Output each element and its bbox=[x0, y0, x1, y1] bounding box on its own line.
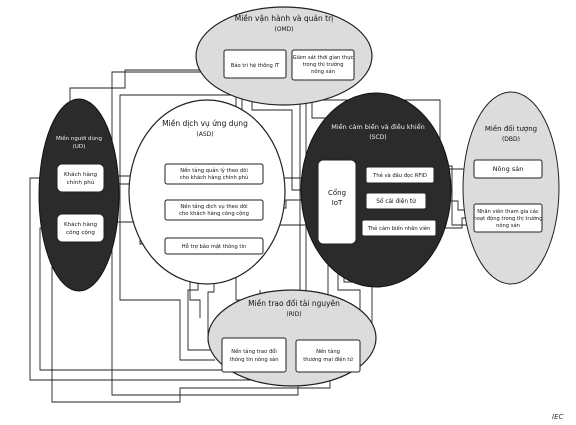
scd-sensor-line-0: Thẻ cảm biến nhân viên bbox=[367, 225, 431, 232]
asd-government-platform-box: Nền tảng quản lý theo dõi cho khách hàng… bbox=[164, 163, 264, 185]
dbd-staff-line-0: Nhân viên tham gia các bbox=[477, 208, 539, 215]
ud-public-line-0: Khách hàng bbox=[64, 221, 98, 228]
dbd-staff-line-2: nông sản bbox=[496, 222, 520, 229]
rid-ecommerce-line-0: Nền tảng bbox=[316, 347, 340, 355]
omd-it-maintenance-box: Bảo trì hệ thống IT bbox=[223, 49, 287, 79]
dbd-produce-line-0: Nông sản bbox=[493, 165, 524, 173]
dbd-produce-box: Nông sản bbox=[473, 159, 543, 179]
rid-abbr: (RID) bbox=[286, 311, 301, 318]
rid-exchange-line-1: thông tin nông sản bbox=[230, 356, 279, 363]
asd-gov-line-0: Nền tảng quản lý theo dõi bbox=[180, 166, 248, 174]
scd-gateway-line-0: Cổng bbox=[328, 188, 346, 197]
scd-ledger-box: Sổ cái điện tử bbox=[365, 192, 427, 210]
ud-gov-line-1: chính phủ bbox=[67, 179, 95, 186]
rid-ecommerce-box: Nền tảng thương mại điện tử bbox=[295, 339, 361, 373]
asd-public-line-1: cho khách hàng công cộng bbox=[179, 210, 249, 217]
scd-sensor-box: Thẻ cảm biến nhân viên bbox=[361, 219, 437, 237]
ud-gov-line-0: Khách hàng bbox=[64, 171, 98, 178]
dbd-staff-line-1: hoạt động trong thị trường bbox=[473, 215, 542, 222]
asd-public-line-0: Nền tảng dịch vụ theo dõi bbox=[180, 202, 247, 210]
scd-abbr: (SCD) bbox=[369, 134, 386, 141]
asd-security-line-0: Hỗ trợ bảo mật thông tin bbox=[182, 243, 246, 250]
ud-domain-ellipse bbox=[38, 98, 120, 292]
scd-rfid-box: Thẻ và đầu đọc RFID bbox=[365, 166, 435, 184]
scd-ledger-line-0: Sổ cái điện tử bbox=[376, 198, 416, 205]
omd-it-line-0: Bảo trì hệ thống IT bbox=[231, 62, 280, 69]
rid-ecommerce-line-1: thương mại điện tử bbox=[303, 356, 353, 363]
scd-rfid-line-0: Thẻ và đầu đọc RFID bbox=[372, 171, 427, 179]
asd-gov-line-1: cho khách hàng chính phủ bbox=[180, 174, 249, 181]
ud-government-customer-box: Khách hàng chính phủ bbox=[56, 163, 105, 193]
scd-gateway-line-1: IoT bbox=[332, 199, 343, 207]
omd-monitor-line-2: nông sản bbox=[311, 68, 335, 75]
asd-title: Miền dịch vụ ứng dụng bbox=[162, 119, 248, 128]
rid-exchange-line-0: Nền tảng trao đổi bbox=[231, 347, 277, 355]
rid-info-exchange-box: Nền tảng trao đổi thông tin nông sản bbox=[221, 337, 287, 373]
omd-realtime-monitor-box: Giám sát thời gian thực trong thị trường… bbox=[291, 49, 355, 81]
scd-title: Miền cảm biến và điều khiển bbox=[331, 122, 425, 131]
dbd-abbr: (DBD) bbox=[502, 136, 520, 143]
ud-title: Miền người dùng bbox=[56, 134, 102, 142]
dbd-domain-ellipse bbox=[462, 91, 560, 285]
asd-security-box: Hỗ trợ bảo mật thông tin bbox=[164, 237, 264, 255]
asd-abbr: (ASD) bbox=[196, 131, 213, 138]
omd-abbr: (OMD) bbox=[274, 26, 293, 33]
omd-monitor-line-0: Giám sát thời gian thực bbox=[293, 54, 354, 61]
dbd-title: Miền đối tượng bbox=[485, 125, 537, 133]
dbd-staff-box: Nhân viên tham gia các hoạt động trong t… bbox=[473, 203, 543, 233]
ud-abbr: (UD) bbox=[73, 144, 86, 150]
omd-title: Miền vận hành và quản trị bbox=[235, 14, 334, 23]
source-credit: IEC bbox=[552, 413, 563, 421]
scd-iot-gateway-box: Cổng IoT bbox=[317, 159, 357, 245]
asd-public-platform-box: Nền tảng dịch vụ theo dõi cho khách hàng… bbox=[164, 199, 264, 221]
ud-public-line-1: công cộng bbox=[66, 229, 95, 236]
omd-monitor-line-1: trong thị trường bbox=[302, 61, 343, 68]
ud-public-customer-box: Khách hàng công cộng bbox=[56, 213, 105, 243]
rid-title: Miền trao đổi tài nguyên bbox=[248, 299, 340, 308]
